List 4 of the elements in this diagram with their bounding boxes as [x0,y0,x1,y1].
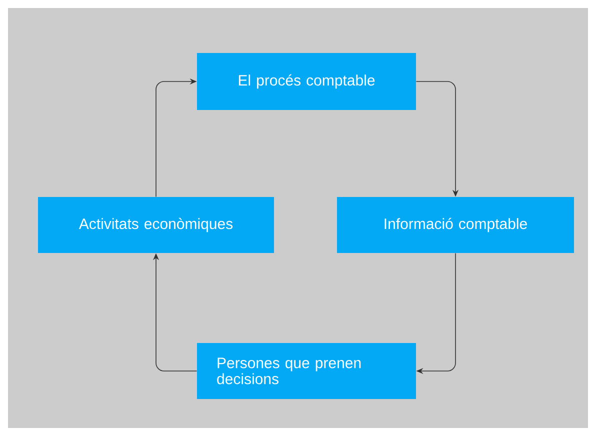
process-box: Activitats econòmiques [38,197,274,253]
process-box: Informació comptable [337,197,574,253]
process-box: Persones que prenen decisions [197,343,416,399]
process-box: El procés comptable [197,53,416,110]
